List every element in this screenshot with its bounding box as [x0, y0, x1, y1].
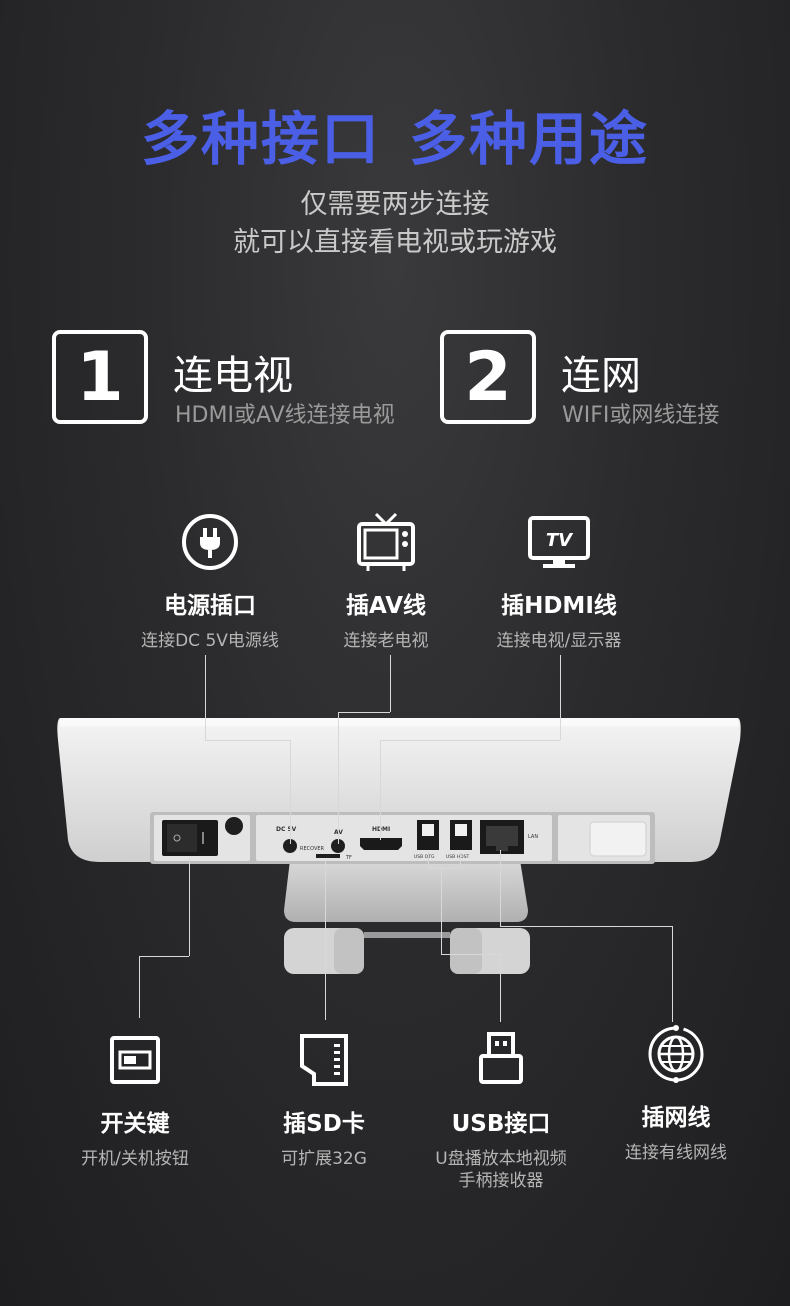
callout-line [428, 868, 460, 869]
feature-power-port-name: 电源插口 [164, 593, 256, 619]
callout-line [338, 712, 390, 713]
callout-line [672, 926, 673, 1022]
step-1-number: 1 [52, 330, 148, 424]
usb-icon [469, 1028, 533, 1092]
callout-line [380, 740, 560, 741]
feature-sd-card: 插SD卡 可扩展32G [224, 1028, 424, 1170]
feature-av-desc: 连接老电视 [343, 631, 429, 651]
step-1-title: 连电视 [173, 353, 293, 399]
feature-power-switch: 开关键 开机/关机按钮 [35, 1028, 235, 1170]
lan-port-label: LAN [528, 834, 538, 840]
sd-card-icon [292, 1028, 356, 1092]
feature-lan-name: 插网线 [641, 1105, 711, 1131]
feature-usb-desc-2: 手柄接收器 [458, 1171, 544, 1191]
callout-line [390, 655, 391, 712]
recover-label: RECOVER [300, 846, 325, 852]
usb-otg-label: USB OTG [414, 854, 435, 860]
hdmi-port-label: HDMI [372, 826, 390, 833]
feature-usb-desc-1: U盘播放本地视频 [435, 1149, 567, 1169]
callout-line [428, 852, 429, 868]
feature-hdmi-desc: 连接电视/显示器 [496, 631, 622, 651]
subtitle-line2: 就可以直接看电视或玩游戏 [233, 227, 557, 258]
power-plug-icon [178, 510, 242, 574]
callout-line [139, 956, 140, 1018]
power-switch-icon [103, 1028, 167, 1092]
callout-line [325, 860, 326, 1020]
feature-power-switch-desc: 开机/关机按钮 [81, 1149, 189, 1169]
headline-part1: 多种接口 [140, 105, 381, 173]
callout-line [205, 740, 291, 741]
feature-sd-card-desc: 可扩展32G [281, 1149, 367, 1169]
callout-line [441, 868, 442, 954]
step-2-number: 2 [440, 330, 536, 424]
usb-host-label: USB HOST [446, 854, 469, 860]
callout-line [380, 740, 381, 840]
subtitle-line1: 仅需要两步连接 [300, 189, 490, 220]
feature-lan-desc: 连接有线网线 [625, 1143, 727, 1163]
callout-line [205, 655, 206, 740]
callout-line [500, 850, 501, 926]
callout-line [139, 956, 189, 957]
feature-power-port: 电源插口 连接DC 5V电源线 [110, 510, 310, 652]
callout-line [189, 858, 190, 956]
feature-sd-card-name: 插SD卡 [283, 1111, 365, 1137]
feature-power-switch-name: 开关键 [100, 1111, 170, 1137]
tv-monitor-icon: TV [527, 510, 591, 574]
globe-network-icon [644, 1022, 708, 1086]
callout-line [441, 954, 500, 955]
dc-port-label: DC 5V [276, 826, 297, 833]
feature-lan: 插网线 连接有线网线 [576, 1022, 776, 1164]
feature-hdmi: TV 插HDMI线 连接电视/显示器 [459, 510, 659, 652]
callout-line [338, 712, 339, 844]
headline-part2: 多种用途 [409, 105, 650, 173]
callout-line [560, 655, 561, 740]
feature-usb-name: USB接口 [451, 1111, 551, 1137]
feature-av-name: 插AV线 [345, 593, 427, 619]
feature-hdmi-name: 插HDMI线 [501, 593, 617, 619]
callout-line [500, 954, 501, 1022]
step-2-title: 连网 [561, 353, 641, 399]
feature-av: 插AV线 连接老电视 [286, 510, 486, 652]
callout-line [500, 926, 672, 927]
feature-power-port-desc: 连接DC 5V电源线 [141, 631, 279, 651]
headline: 多种接口多种用途 [0, 92, 790, 176]
retro-tv-icon [354, 510, 418, 574]
step-1-desc: HDMI或AV线连接电视 [175, 403, 395, 428]
tf-slot-label: TF [345, 855, 352, 861]
callout-line [290, 740, 291, 844]
step-2-desc: WIFI或网线连接 [562, 403, 720, 428]
device-illustration: DC 5V RECOVER AV TF HDMI USB OTG USB HOS… [57, 718, 741, 974]
callout-line [460, 852, 461, 868]
svg-text:TV: TV [546, 530, 574, 551]
feature-usb: USB接口 U盘播放本地视频 手柄接收器 [401, 1028, 601, 1192]
